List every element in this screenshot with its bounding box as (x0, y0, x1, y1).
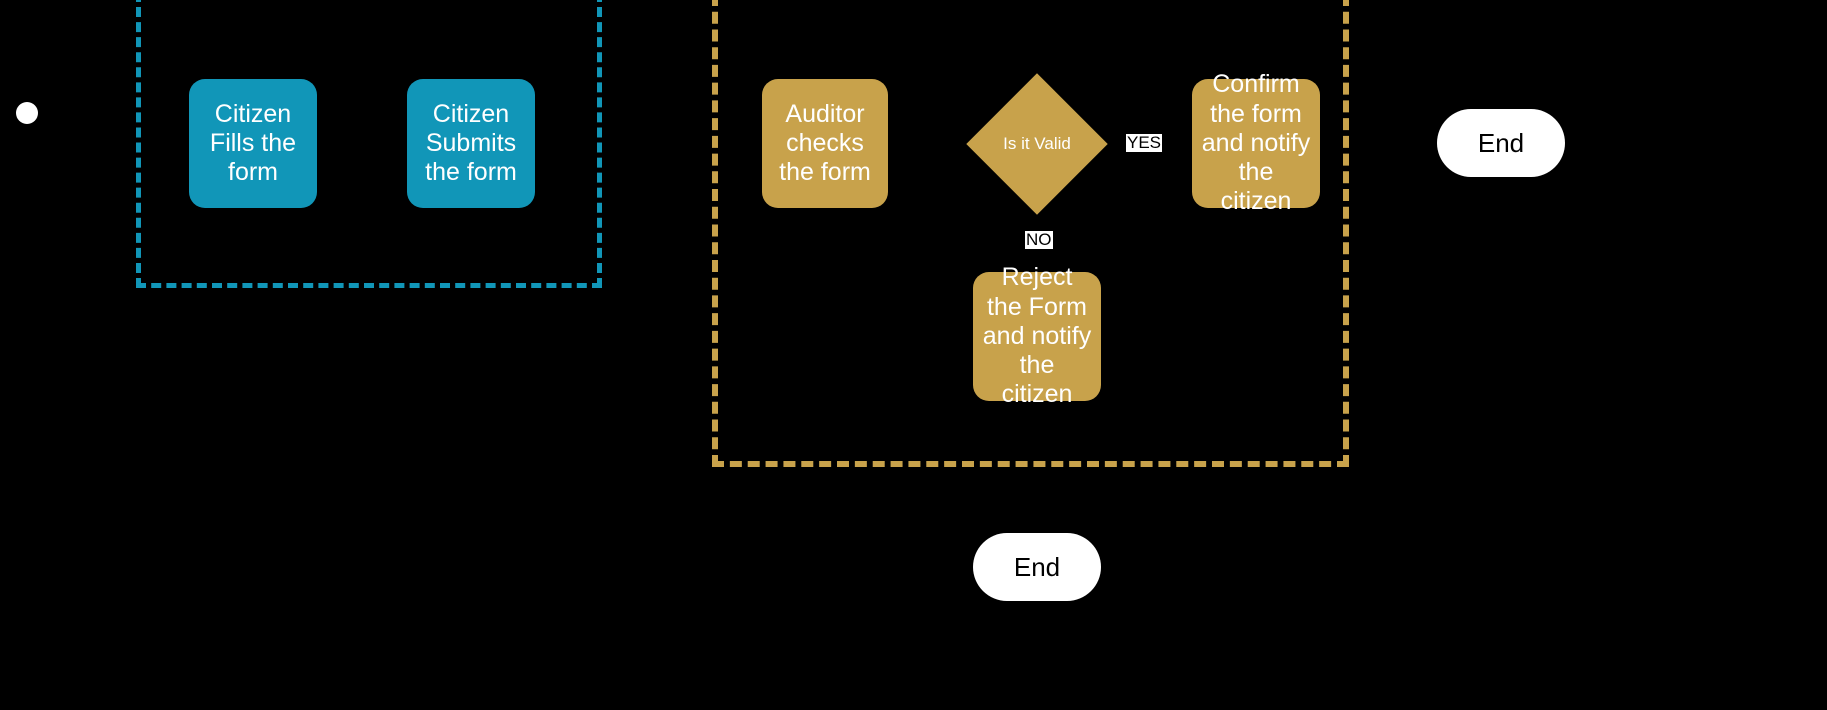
auditor-lane-container[interactable] (712, 0, 1349, 467)
node-reject-form-notify-citizen[interactable]: Reject the Form and notify the citizen (973, 263, 1101, 408)
node-confirm-form-notify-citizen[interactable]: Confirm the form and notify the citizen (1192, 70, 1320, 215)
node-citizen-submits-the-form[interactable]: Citizen Submits the form (407, 79, 535, 208)
diamond-label: Is it Valid (1003, 134, 1071, 154)
start-node-dot[interactable] (16, 102, 38, 124)
node-citizen-fills-the-form[interactable]: Citizen Fills the form (189, 79, 317, 208)
end-node-bottom[interactable]: End (973, 533, 1101, 601)
edge-label-yes: YES (1126, 133, 1163, 152)
end-node-top[interactable]: End (1437, 109, 1565, 177)
node-auditor-checks-the-form[interactable]: Auditor checks the form (762, 79, 888, 208)
citizen-lane-container[interactable] (136, 0, 602, 288)
node-is-it-valid-decision[interactable]: Is it Valid (966, 73, 1108, 215)
edge-label-no: NO (1025, 230, 1053, 249)
